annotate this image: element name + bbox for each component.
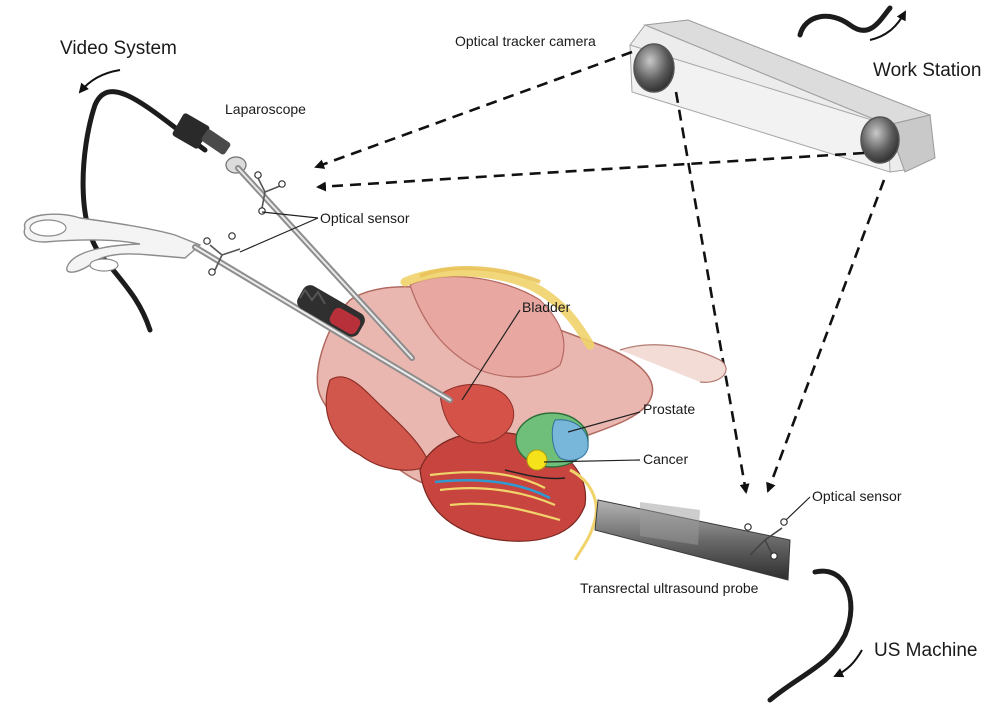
label-us-machine: US Machine (874, 641, 978, 660)
probe-sensor-3 (771, 553, 777, 559)
label-work-station: Work Station (873, 61, 981, 80)
instrument-sensor-2 (229, 233, 235, 239)
laparoscope-sensor-3 (259, 208, 265, 214)
work-station-cable (800, 8, 890, 35)
laparoscope-sensor-2 (279, 181, 285, 187)
label-transrectal-ultrasound-probe: Transrectal ultrasound probe (580, 581, 758, 595)
video-system-arrow (80, 70, 120, 92)
camera-lens-left (634, 44, 674, 92)
us-machine-arrow (835, 650, 862, 676)
transrectal-ultrasound-probe (595, 500, 790, 580)
label-optical-tracker-camera: Optical tracker camera (455, 34, 596, 48)
label-bladder: Bladder (522, 300, 570, 314)
us-machine-cable (770, 571, 851, 700)
label-video-system: Video System (60, 39, 177, 58)
label-optical-sensor-probe: Optical sensor (812, 489, 901, 503)
laparoscope (172, 112, 412, 358)
label-laparoscope: Laparoscope (225, 102, 306, 116)
probe-sensor-1 (745, 524, 751, 530)
laparoscope-sensor-1 (255, 172, 261, 178)
instrument-sensor-1 (204, 238, 210, 244)
label-prostate: Prostate (643, 402, 695, 416)
instrument-sensor-3 (209, 269, 215, 275)
label-cancer: Cancer (643, 452, 688, 466)
label-optical-sensor-instruments: Optical sensor (320, 211, 409, 225)
camera-lens-right (861, 117, 899, 163)
cancer-spot (527, 450, 547, 470)
